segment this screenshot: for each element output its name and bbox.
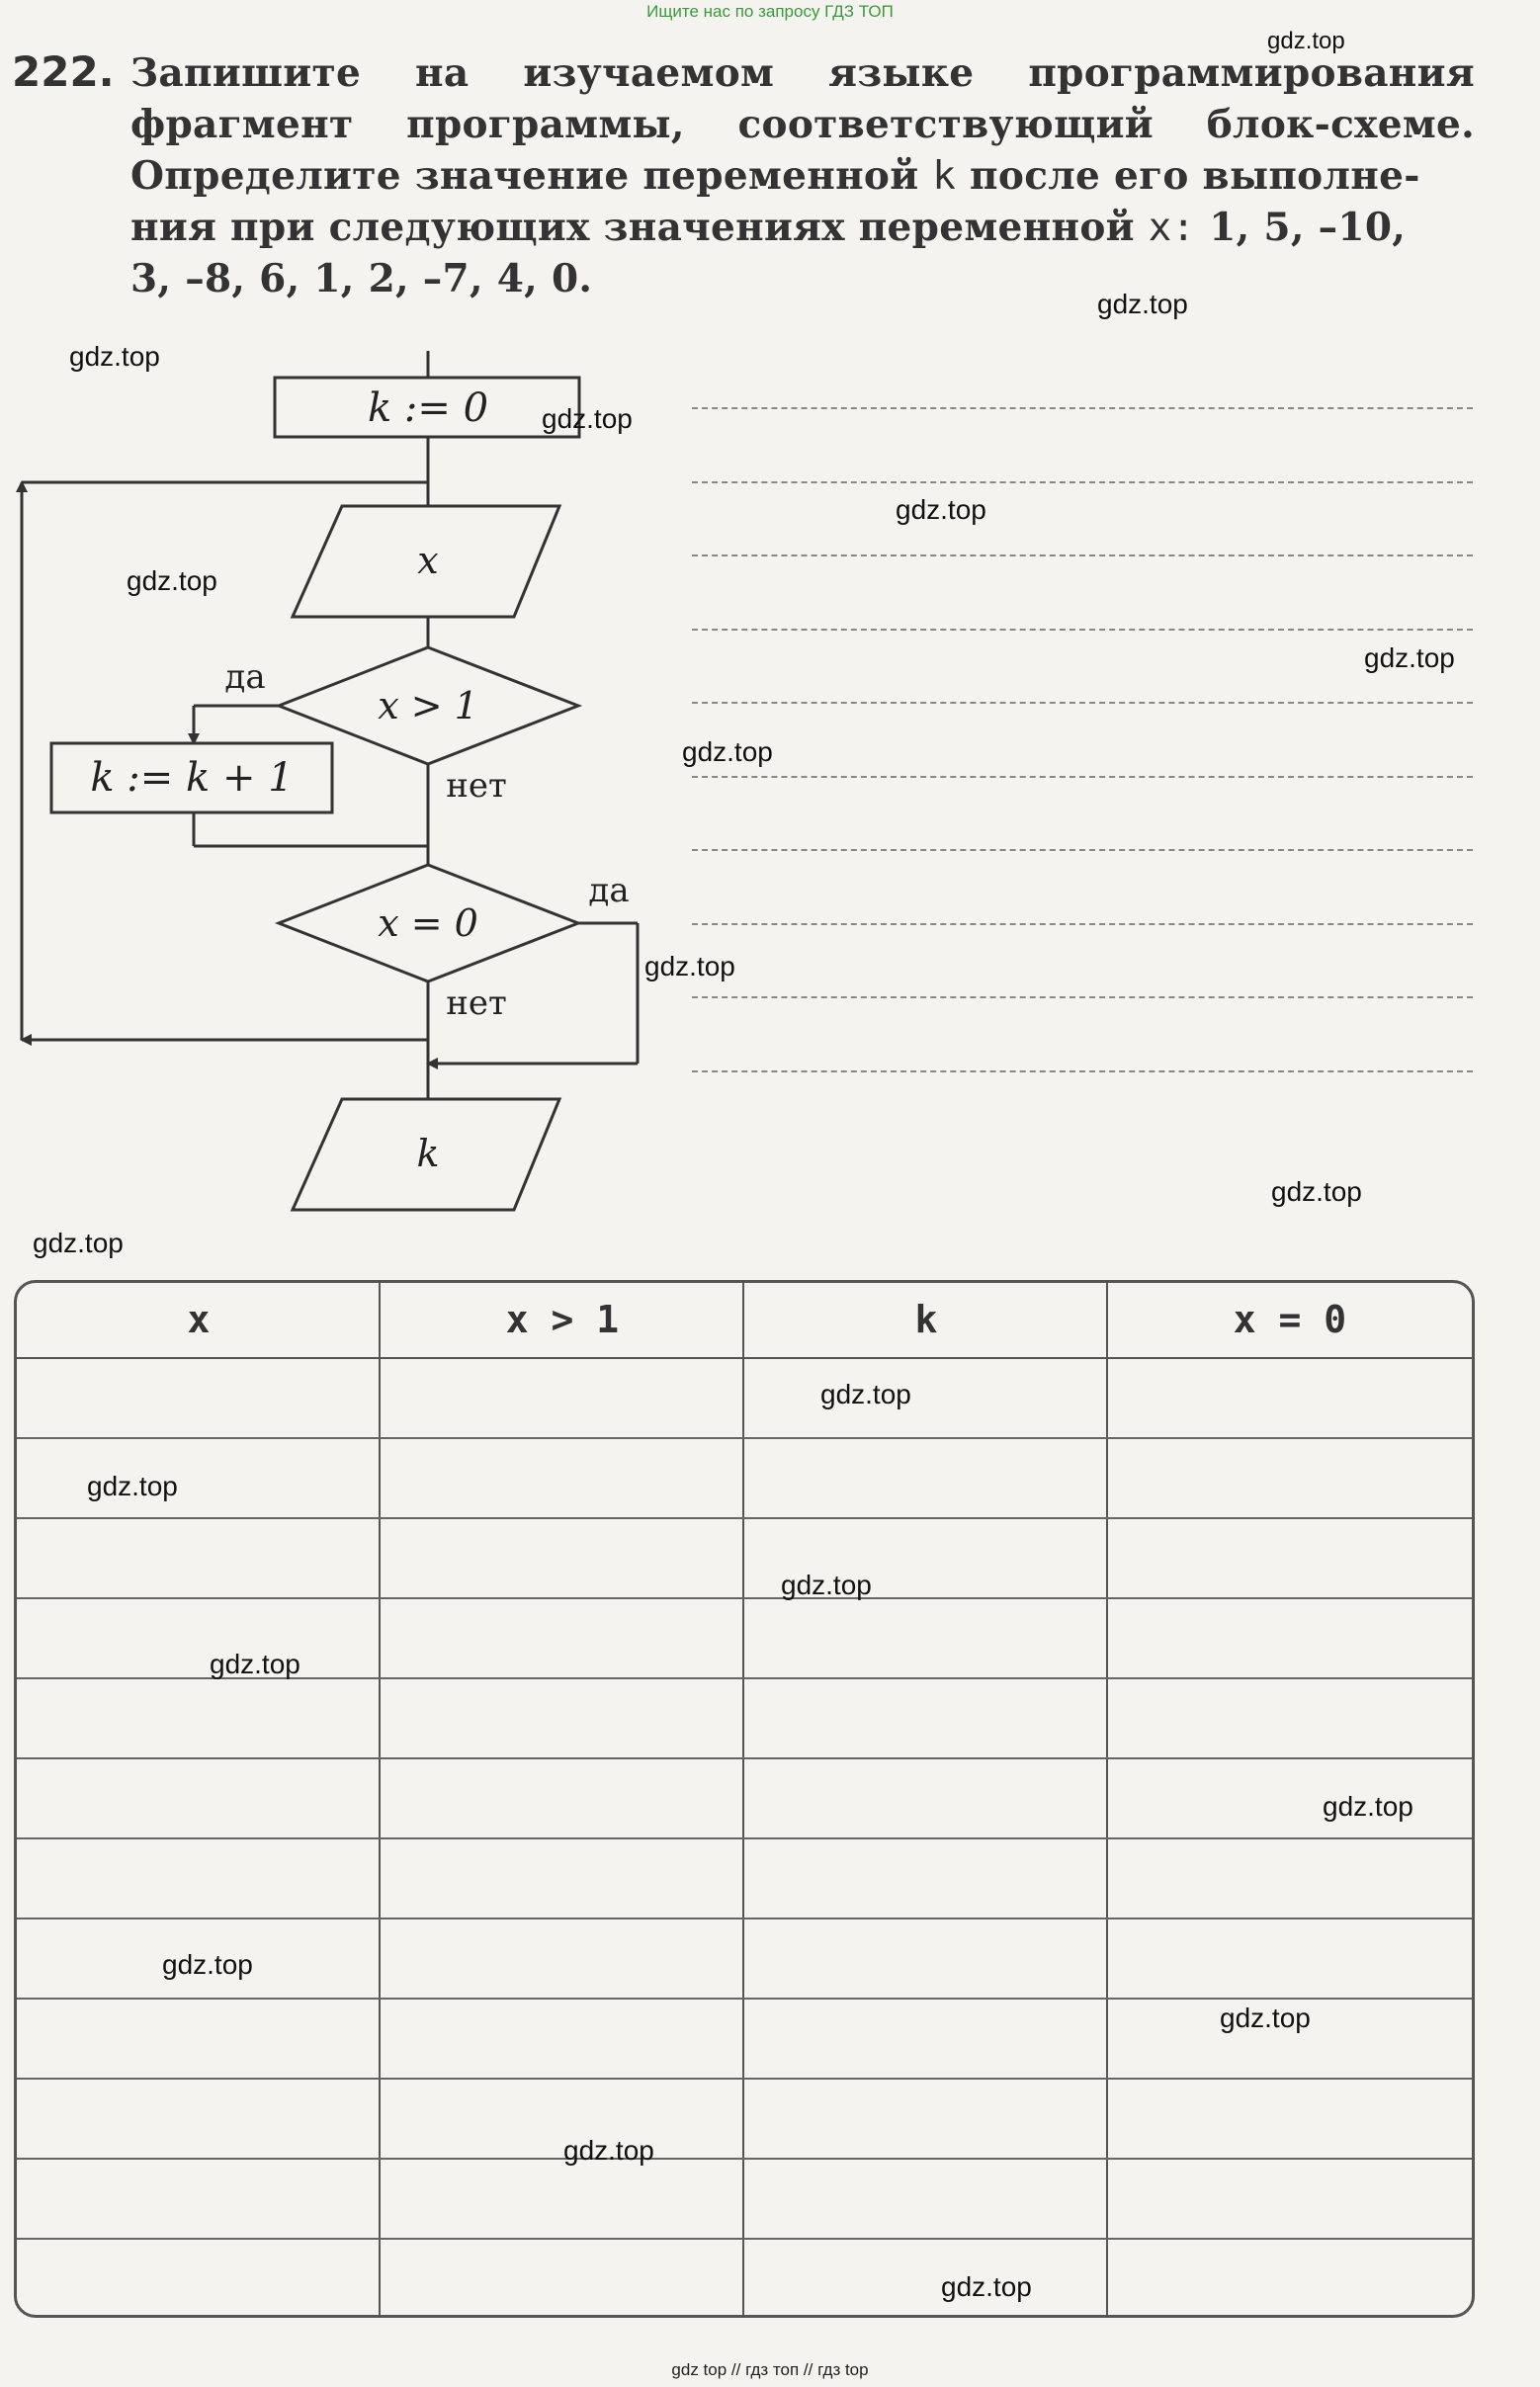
watermark: gdz.top (941, 2271, 1032, 2302)
watermark: gdz.top (563, 2135, 654, 2166)
no2-label: нет (446, 983, 507, 1023)
answer-line (692, 849, 1473, 851)
task-line-1: Запишите на изучаемом языке программиров… (130, 47, 1475, 99)
answer-line (692, 480, 1473, 483)
output-label: k (416, 1132, 439, 1175)
yes1-label: да (224, 657, 265, 697)
header-x-eq-0: x = 0 (1233, 1298, 1347, 1341)
word: Запишите (130, 50, 362, 96)
text: после его выполне- (970, 153, 1420, 199)
watermark: gdz.top (1220, 2003, 1311, 2033)
trace-table: x x > 1 k x = 0 (14, 1280, 1475, 2318)
text: Определите значение переменной (130, 153, 919, 199)
yes2-label: да (588, 871, 629, 910)
answer-line (692, 922, 1473, 925)
variable-k: k (932, 154, 957, 199)
header-x: x (187, 1298, 211, 1341)
cond1-label: x > 1 (378, 684, 478, 727)
watermark: gdz.top (69, 341, 160, 372)
increment-block (49, 741, 334, 814)
column-divider (1106, 1283, 1108, 2315)
word: изучаемом (523, 50, 775, 96)
header-k: k (914, 1298, 938, 1341)
watermark: gdz.top (1364, 642, 1455, 673)
watermark: gdz.top (1267, 28, 1345, 54)
header-x-gt-1: x > 1 (505, 1298, 620, 1341)
watermark: gdz.top (1323, 1791, 1413, 1822)
flowchart: k := 0 x x > 1 да нет k := k + 1 x = 0 д… (16, 351, 640, 1212)
task-number: 222. (12, 47, 115, 96)
watermark: gdz.top (542, 403, 633, 434)
footer: gdz top // гдз топ // гдз top (671, 2360, 869, 2379)
table-row-divider (17, 2158, 1472, 2160)
table-row-divider (17, 2078, 1472, 2080)
watermark: gdz.top (1271, 1176, 1362, 1207)
table-row-divider (17, 1998, 1472, 2000)
answer-line (692, 996, 1473, 998)
table-row-divider (17, 1918, 1472, 1919)
answer-line (692, 407, 1473, 409)
word: программирования (1028, 50, 1475, 96)
table-row-divider (17, 2238, 1472, 2240)
word: фрагмент (130, 102, 354, 147)
watermark: gdz.top (896, 494, 986, 525)
task-line-4: ния при следующих значениях переменной x… (130, 202, 1475, 254)
word: на (415, 50, 470, 96)
watermark: gdz.top (87, 1471, 178, 1501)
column-divider (742, 1283, 744, 2315)
word: блок-схеме. (1206, 102, 1475, 147)
text: ния при следующих значениях переменной (130, 205, 1135, 250)
watermark: gdz.top (162, 1949, 253, 1980)
word: соответствующий (737, 102, 1155, 147)
no1-label: нет (446, 766, 507, 806)
watermark: gdz.top (682, 736, 773, 767)
answer-line (692, 554, 1473, 556)
cond2-label: x = 0 (378, 901, 478, 945)
table-header: x x > 1 k x = 0 (17, 1283, 1472, 1359)
answer-line (692, 702, 1473, 704)
column-divider (379, 1283, 381, 2315)
watermark: gdz.top (1097, 289, 1188, 319)
table-row-divider (17, 1837, 1472, 1839)
init-label: k := 0 (368, 385, 488, 431)
table-row-divider (17, 1437, 1472, 1439)
task-line-5: 3, –8, 6, 1, 2, –7, 4, 0. (130, 256, 593, 301)
word: программы, (406, 102, 685, 147)
watermark: gdz.top (210, 1649, 300, 1679)
watermark: gdz.top (127, 565, 217, 596)
table-row-divider (17, 1597, 1472, 1599)
table-row-divider (17, 1677, 1472, 1679)
input-block (290, 504, 562, 619)
input-label: x (417, 539, 438, 582)
output-block (290, 1097, 562, 1212)
table-row-divider (17, 1757, 1472, 1759)
text: 1, 5, –10, (1209, 205, 1407, 250)
variable-x: x: (1148, 206, 1196, 250)
watermark: gdz.top (781, 1570, 872, 1600)
action-label: k := k + 1 (90, 755, 293, 801)
watermark: gdz.top (644, 951, 735, 981)
word: языке (828, 50, 975, 96)
top-banner: Ищите нас по запросу ГДЗ ТОП (646, 2, 894, 21)
task-line-2: фрагмент программы, соответствующий блок… (130, 99, 1475, 150)
task-line-3: Определите значение переменной k после е… (130, 150, 1475, 203)
answer-line (692, 628, 1473, 631)
init-block (273, 376, 581, 439)
answer-line (692, 1069, 1473, 1072)
answer-line (692, 775, 1473, 778)
watermark: gdz.top (820, 1379, 911, 1409)
table-row-divider (17, 1517, 1472, 1519)
watermark: gdz.top (33, 1228, 124, 1258)
